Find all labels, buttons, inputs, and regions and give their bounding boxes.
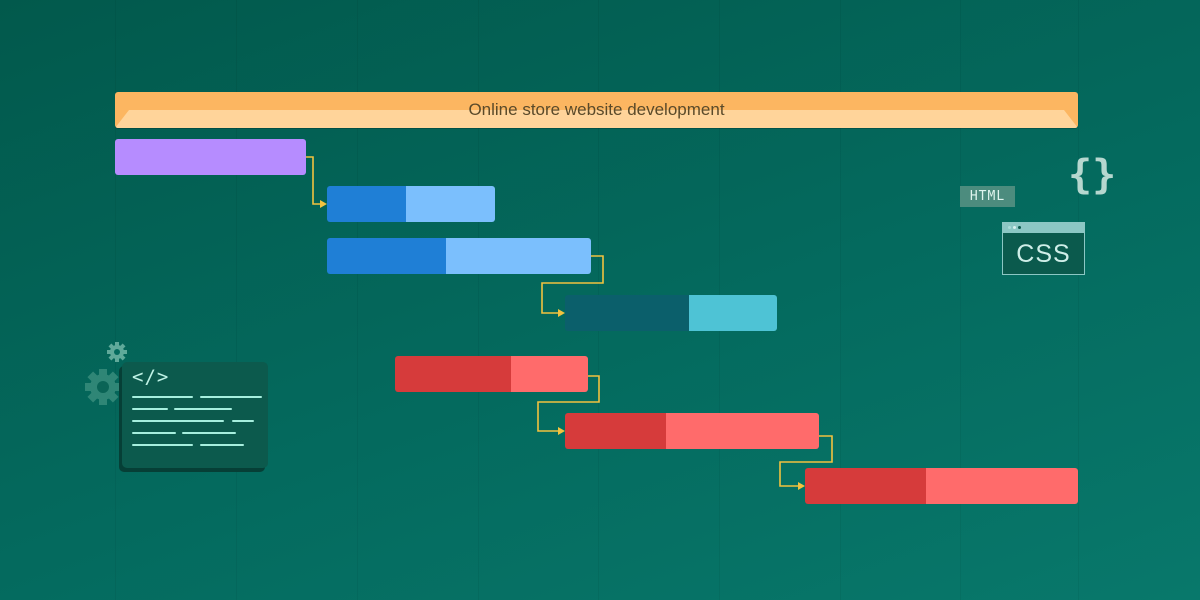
gridline xyxy=(115,0,116,600)
code-line xyxy=(182,432,236,434)
task-progress xyxy=(115,139,306,175)
css-window-titlebar xyxy=(1003,223,1084,233)
task-bar-3[interactable] xyxy=(327,238,591,274)
code-editor-illustration: </> xyxy=(122,362,268,468)
task-remaining xyxy=(666,413,819,449)
curly-braces-icon: {} xyxy=(1068,152,1117,198)
gridline xyxy=(960,0,961,600)
html-badge: HTML xyxy=(960,186,1015,207)
task-remaining xyxy=(511,356,588,392)
code-line xyxy=(200,444,244,446)
task-remaining xyxy=(406,186,495,222)
task-bar-6[interactable] xyxy=(565,413,819,449)
task-bar-1[interactable] xyxy=(115,139,306,175)
small-gear-icon xyxy=(107,342,127,362)
task-progress xyxy=(565,413,666,449)
gridline xyxy=(478,0,479,600)
task-bar-4[interactable] xyxy=(565,295,777,331)
code-line xyxy=(132,420,224,422)
window-dot xyxy=(1008,226,1011,229)
task-remaining xyxy=(926,468,1078,504)
css-window-illustration: CSS xyxy=(1002,222,1085,275)
summary-bar-bevel xyxy=(115,110,1078,128)
code-tag-icon: </> xyxy=(132,366,170,388)
task-remaining xyxy=(689,295,777,331)
task-progress xyxy=(327,238,446,274)
task-progress xyxy=(395,356,511,392)
dependency-arrow-1-2 xyxy=(306,156,320,205)
large-gear-icon xyxy=(85,369,121,405)
window-dot xyxy=(1013,226,1016,229)
task-bar-2[interactable] xyxy=(327,186,495,222)
project-title: Online store website development xyxy=(468,100,725,119)
task-bar-5[interactable] xyxy=(395,356,588,392)
code-line xyxy=(200,396,262,398)
gridline xyxy=(840,0,841,600)
css-label: CSS xyxy=(1016,240,1071,268)
task-progress xyxy=(327,186,406,222)
task-progress xyxy=(565,295,689,331)
code-line xyxy=(132,432,176,434)
code-line xyxy=(232,420,254,422)
code-line xyxy=(174,408,232,410)
code-line xyxy=(132,408,168,410)
code-line xyxy=(132,444,193,446)
project-summary-bar[interactable]: Online store website development xyxy=(115,92,1078,128)
task-progress xyxy=(805,468,926,504)
gridline xyxy=(357,0,358,600)
task-bar-7[interactable] xyxy=(805,468,1078,504)
gridline xyxy=(1078,0,1079,600)
gridline xyxy=(236,0,237,600)
task-remaining xyxy=(446,238,591,274)
window-dot xyxy=(1018,226,1021,229)
code-line xyxy=(132,396,193,398)
